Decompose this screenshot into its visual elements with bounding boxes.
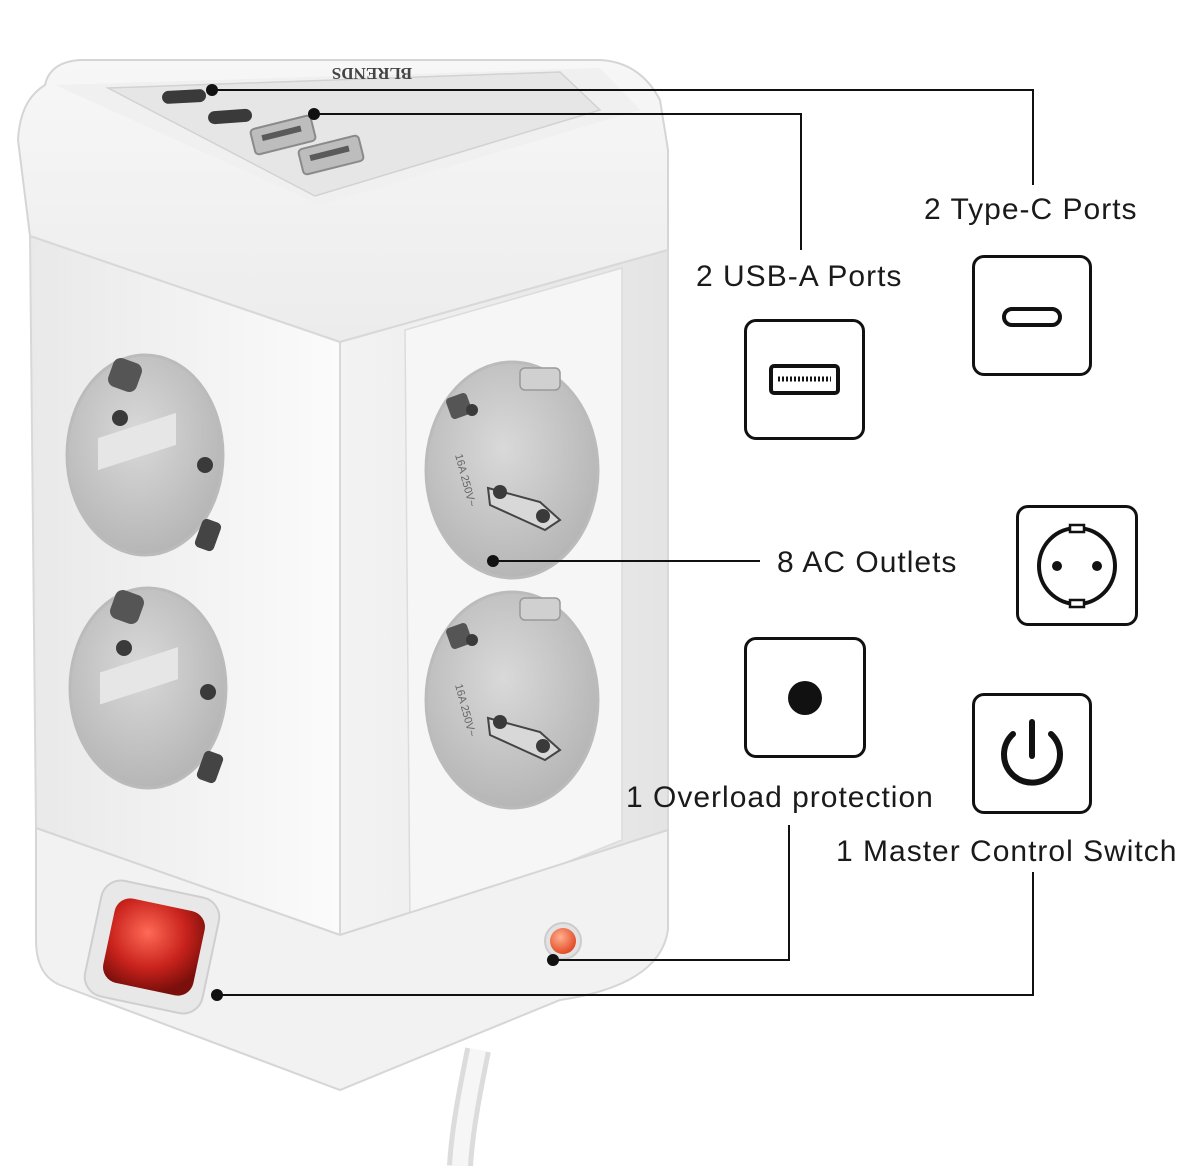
type-c-leader-line — [212, 89, 1034, 185]
usb-a-port — [249, 114, 317, 156]
ac-outlet — [65, 353, 225, 557]
usb-a-port — [297, 134, 365, 176]
usb-a-label: 2 USB-A Ports — [696, 260, 903, 293]
usb-c-port-icon — [972, 255, 1092, 376]
usb-c-port — [162, 89, 207, 104]
overload-led — [544, 922, 582, 966]
overload-leader-line — [553, 825, 790, 961]
usb-a-leader-line — [314, 113, 802, 250]
type-c-label: 2 Type-C Ports — [924, 193, 1138, 226]
power-icon — [972, 693, 1092, 814]
master-switch-leader-line — [217, 872, 1034, 996]
callout-lines — [212, 89, 1034, 996]
ac-outlet: 16A 250V~ — [424, 590, 600, 810]
dot-indicator-icon — [744, 637, 866, 758]
ac-outlet: 16A 250V~ — [424, 360, 600, 580]
brand-logo: BLRENDS — [332, 64, 412, 83]
usb-c-port — [208, 108, 252, 125]
master-switch — [83, 879, 223, 1015]
overload-label: 1 Overload protection — [626, 781, 934, 814]
usb-a-port-icon — [744, 319, 865, 440]
ac-outlets-label: 8 AC Outlets — [777, 546, 958, 579]
ac-outlet — [68, 586, 228, 790]
schuko-outlet-icon — [1016, 505, 1138, 626]
master-switch-label: 1 Master Control Switch — [836, 835, 1178, 868]
